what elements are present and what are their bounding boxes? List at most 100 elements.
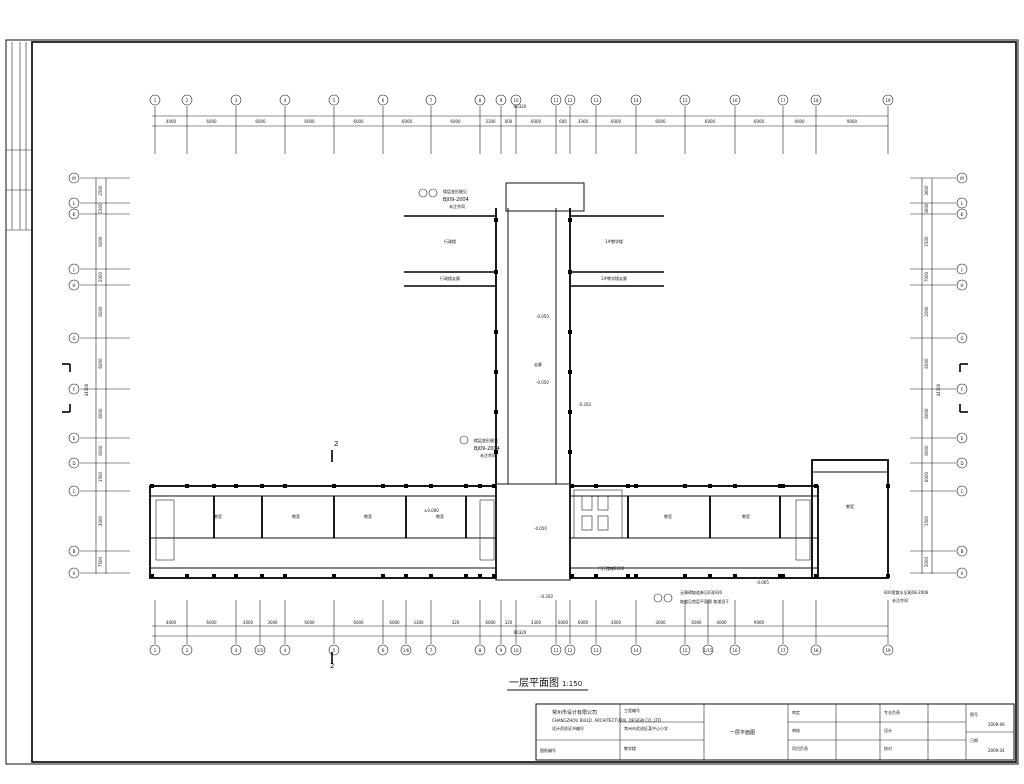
column-bottom-12: [492, 574, 496, 578]
tb-left-lbl: 图纸编号: [540, 747, 556, 753]
bottom-total-dim: 90320: [514, 630, 527, 635]
column-bottom-10: [464, 574, 468, 578]
top-dim-1: 6000: [206, 119, 217, 124]
axis-bubble-left-C: C: [68, 485, 80, 497]
tb-sheet-no: 2009.04: [988, 748, 1005, 753]
detail-ref-circle-4: [653, 593, 663, 603]
axis-bubble-bottom-11: 10: [510, 644, 522, 656]
tb-project: 常州市武进区某中心小学: [624, 725, 668, 731]
tb-proj-no: 工程编号: [624, 707, 640, 713]
svg-text:19: 19: [885, 648, 891, 653]
column-bottom-23: [886, 574, 890, 578]
room-label-2: 教室: [292, 513, 300, 519]
admin-label: 行政楼: [444, 238, 456, 244]
right-dim-1: 3600: [924, 203, 929, 214]
column-bottom-19: [733, 574, 737, 578]
svg-text:19: 19: [885, 98, 891, 103]
svg-text:18: 18: [813, 98, 819, 103]
axis-bubble-left-J: J: [68, 263, 80, 275]
svg-text:16: 16: [732, 648, 738, 653]
axis-bubble-right-B: B: [956, 545, 968, 557]
axis-bubble-left-E: E: [68, 432, 80, 444]
axis-bubble-right-D: D: [956, 457, 968, 469]
svg-text:4: 4: [284, 648, 287, 653]
axis-bubble-bottom-21: 19: [882, 644, 894, 656]
column-top-14: [594, 484, 598, 488]
axis-bubble-top-10: 10: [510, 94, 522, 106]
svg-text:16: 16: [732, 98, 738, 103]
room-label-7: 教室: [846, 503, 854, 509]
bottom-dim-16: 6000: [691, 620, 702, 625]
top-dim-2: 6000: [255, 119, 266, 124]
top-dim-9: 6000: [531, 119, 542, 124]
svg-text:14: 14: [633, 648, 639, 653]
column-bottom-9: [429, 574, 433, 578]
tb-date: 2009-06: [988, 722, 1005, 727]
column-top-7: [381, 484, 385, 488]
column-bottom-0: [150, 574, 154, 578]
bottom-dim-14: 3000: [611, 620, 622, 625]
column-link-l-2: [494, 330, 498, 334]
title-block: [535, 703, 1015, 761]
column-link-l-3: [494, 370, 498, 374]
svg-text:8: 8: [479, 98, 482, 103]
column-top-22: [814, 484, 818, 488]
binding-strip: [6, 42, 32, 231]
admin-corridor-label: 行政楼走廊: [440, 275, 460, 281]
column-top-5: [283, 484, 287, 488]
svg-text:L: L: [961, 201, 964, 206]
detail-ref-circle-2: [428, 188, 438, 198]
left-dimensions: 2500150060002000600060006000600015003000…: [98, 185, 103, 567]
tb-row-label-4: 设计: [884, 727, 892, 733]
svg-text:13: 13: [593, 648, 599, 653]
column-top-3: [234, 484, 238, 488]
note-link2-c: 未注余同: [480, 452, 496, 458]
tb-drawing-name: 一层平面图: [730, 730, 755, 736]
left-dim-7: 6000: [98, 445, 103, 456]
top-dim-15: 6000: [754, 119, 765, 124]
svg-text:H: H: [960, 283, 963, 288]
right-dim-9: 1500: [924, 515, 929, 526]
column-bottom-3: [234, 574, 238, 578]
top-dim-13: 6000: [655, 119, 666, 124]
column-link-l-4: [494, 410, 498, 414]
axis-bubble-bottom-17: 1/15: [702, 644, 714, 656]
svg-text:M: M: [960, 176, 964, 181]
svg-text:1: 1: [154, 648, 157, 653]
bottom-dim-17: 4000: [716, 620, 727, 625]
axis-bubble-left-M: M: [68, 172, 80, 184]
axis-bubble-right-G: G: [956, 332, 968, 344]
level-5: -0.050: [534, 526, 547, 531]
room-label-3: 教室: [364, 513, 372, 519]
column-top-10: [464, 484, 468, 488]
tb-row-label-3: 专业负责: [884, 709, 900, 715]
column-bottom-21: [781, 574, 785, 578]
bottom-dim-13: 6000: [578, 620, 589, 625]
column-top-11: [478, 484, 482, 488]
left-dim-10: 7500: [98, 556, 103, 567]
section-mark-left: [62, 363, 71, 413]
svg-text:B: B: [961, 549, 964, 554]
bottom-dim-12: 6000: [558, 620, 569, 625]
axis-bubble-bottom-10: 9: [495, 644, 507, 656]
corridor-label: 走廊: [534, 361, 542, 367]
axis-bubble-bottom-14: 13: [590, 644, 602, 656]
column-top-18: [708, 484, 712, 488]
level-2: -0.050: [536, 380, 549, 385]
section-mark-top: 2: [334, 440, 338, 448]
axis-bubble-top-6: 6: [377, 94, 389, 106]
level-4: ±0.000: [424, 508, 439, 513]
bottom-dim-18: 9000: [754, 620, 765, 625]
axis-bubble-top-9: 9: [495, 94, 507, 106]
teach1-corridor-label: 1#教学楼走廊: [601, 275, 627, 281]
bottom-dim-4: 6000: [304, 620, 315, 625]
left-dim-9: 3000: [98, 515, 103, 526]
top-dim-8: 600: [505, 119, 513, 124]
column-bottom-6: [332, 574, 336, 578]
axis-bubble-top-7: 7: [425, 94, 437, 106]
column-link-l-5: [494, 450, 498, 454]
svg-text:12: 12: [567, 98, 573, 103]
svg-text:1: 1: [154, 98, 157, 103]
